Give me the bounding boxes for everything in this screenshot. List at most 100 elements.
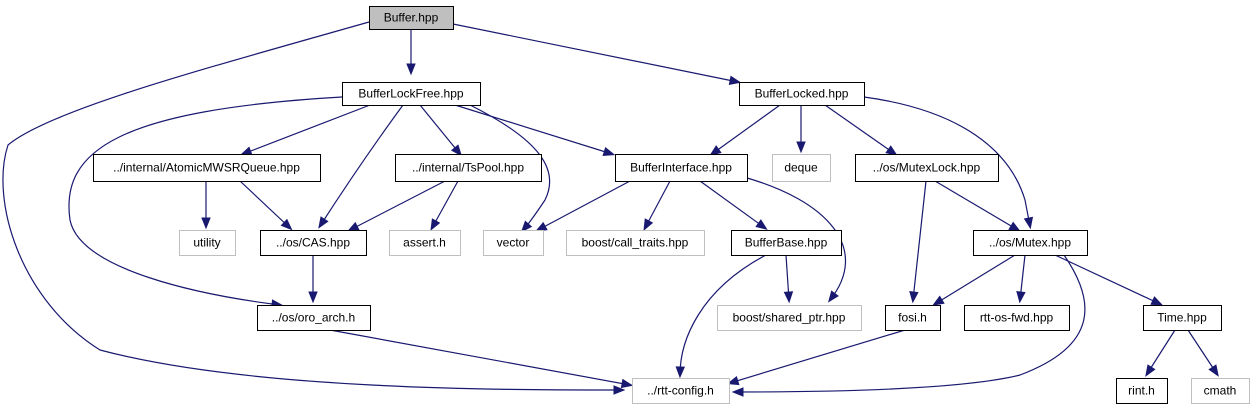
edge-buffer-hpp-to-rtt-config-h xyxy=(2,21,626,395)
edge-mutex-hpp-to-time-hpp-arrowhead xyxy=(1150,296,1164,306)
edge-bufferlocked-hpp-to-mutex-hpp-arrowhead xyxy=(1023,216,1034,230)
edge-cas-hpp-to-oro-arch-h xyxy=(308,255,318,304)
edge-buffer-hpp-to-bufferlocked-hpp-line xyxy=(452,23,739,83)
node-rtt-config-h-label: ../rtt-config.h xyxy=(647,384,714,398)
node-rint-h-box xyxy=(1116,378,1168,404)
edge-bufferlockfree-hpp-to-cas-hpp xyxy=(318,104,404,229)
edge-mutex-hpp-to-time-hpp-line xyxy=(1054,254,1161,305)
node-bufferinterface-hpp[interactable]: BufferInterface.hpp xyxy=(615,154,748,182)
node-mutexlock-hpp-box xyxy=(855,154,999,182)
node-call-traits-hpp-label: boost/call_traits.hpp xyxy=(582,236,689,250)
node-buffer-hpp-label: Buffer.hpp xyxy=(384,11,439,25)
node-time-hpp-box xyxy=(1143,305,1222,331)
edge-bufferinterface-hpp-to-call-traits-hpp-arrowhead xyxy=(643,218,654,231)
edge-mutex-hpp-to-fosi-h xyxy=(932,254,1016,306)
edge-mutexlock-hpp-to-mutex-hpp xyxy=(934,180,1021,232)
node-mutexlock-hpp[interactable]: ../os/MutexLock.hpp xyxy=(855,154,999,182)
edge-time-hpp-to-rint-h-line xyxy=(1146,329,1176,375)
node-cmath-label: cmath xyxy=(1204,384,1237,398)
node-assert-h-box xyxy=(389,230,461,256)
node-deque-box xyxy=(772,154,831,182)
node-rtt-os-fwd-hpp-label: rtt-os-fwd.hpp xyxy=(980,311,1054,325)
edge-bufferlockfree-hpp-to-vector xyxy=(469,104,551,233)
node-tspool-hpp[interactable]: ../internal/TsPool.hpp xyxy=(395,154,542,182)
edge-bufferlockfree-hpp-to-tspool-hpp-line xyxy=(419,104,461,155)
node-cmath: cmath xyxy=(1191,378,1250,404)
edge-cas-hpp-to-oro-arch-h-arrowhead xyxy=(308,291,318,304)
edge-bufferlocked-hpp-to-deque-arrowhead xyxy=(796,141,806,154)
node-rint-h[interactable]: rint.h xyxy=(1116,378,1168,404)
node-utility: utility xyxy=(179,230,236,256)
edge-bufferlocked-hpp-to-bufferinterface-hpp-arrowhead xyxy=(709,145,722,156)
edge-bufferlockfree-hpp-to-tspool-hpp xyxy=(419,104,463,157)
edge-buffer-hpp-to-rtt-config-h-arrowhead xyxy=(613,385,626,395)
node-rtt-config-h-box xyxy=(632,378,730,404)
node-rtt-os-fwd-hpp[interactable]: rtt-os-fwd.hpp xyxy=(964,305,1070,331)
node-vector: vector xyxy=(483,230,544,256)
node-oro-arch-h[interactable]: ../os/oro_arch.h xyxy=(257,305,371,331)
edge-mutexlock-hpp-to-fosi-h-arrowhead xyxy=(909,291,919,304)
node-shared-ptr-hpp-label: boost/shared_ptr.hpp xyxy=(733,311,846,325)
edge-bufferlockfree-hpp-to-atomicmwsrqueue-hpp-line xyxy=(242,104,371,155)
edge-bufferlockfree-hpp-to-cas-hpp-arrowhead xyxy=(318,216,329,229)
node-bufferbase-hpp[interactable]: BufferBase.hpp xyxy=(731,230,842,256)
node-atomicmwsrqueue-hpp[interactable]: ../internal/AtomicMWSRQueue.hpp xyxy=(93,154,321,182)
edge-bufferinterface-hpp-to-vector xyxy=(535,180,631,232)
node-time-hpp[interactable]: Time.hpp xyxy=(1143,305,1222,331)
node-cas-hpp-label: ../os/CAS.hpp xyxy=(276,236,350,250)
node-cas-hpp[interactable]: ../os/CAS.hpp xyxy=(260,230,367,256)
node-call-traits-hpp: boost/call_traits.hpp xyxy=(566,230,705,256)
node-assert-h: assert.h xyxy=(389,230,461,256)
node-mutexlock-hpp-label: ../os/MutexLock.hpp xyxy=(873,161,981,175)
edge-mutex-hpp-to-rtt-config-h-line xyxy=(734,254,1086,393)
node-cas-hpp-box xyxy=(260,230,367,256)
node-bufferlocked-hpp-box xyxy=(739,82,865,106)
edge-buffer-hpp-to-bufferlockfree-hpp xyxy=(406,29,416,76)
edge-mutex-hpp-to-rtt-os-fwd-hpp-arrowhead xyxy=(1016,291,1026,304)
node-rtt-os-fwd-hpp-box xyxy=(964,305,1070,331)
node-buffer-hpp[interactable]: Buffer.hpp xyxy=(369,6,454,30)
node-bufferlockfree-hpp[interactable]: BufferLockFree.hpp xyxy=(342,82,481,106)
edge-mutexlock-hpp-to-fosi-h xyxy=(909,180,927,304)
node-bufferlockfree-hpp-box xyxy=(342,82,481,106)
node-deque-label: deque xyxy=(784,161,818,175)
node-shared-ptr-hpp: boost/shared_ptr.hpp xyxy=(717,305,862,331)
edge-buffer-hpp-to-bufferlocked-hpp xyxy=(452,23,742,85)
node-mutex-hpp-box xyxy=(973,230,1088,256)
edge-bufferlocked-hpp-to-mutex-hpp-line xyxy=(863,96,1031,227)
node-buffer-hpp-box xyxy=(369,6,454,30)
edge-bufferlocked-hpp-to-mutexlock-hpp-arrowhead xyxy=(885,145,898,156)
node-cmath-box xyxy=(1191,378,1250,404)
node-bufferbase-hpp-label: BufferBase.hpp xyxy=(745,236,828,250)
edge-bufferlockfree-hpp-to-bufferinterface-hpp-arrowhead xyxy=(602,146,616,156)
node-mutex-hpp[interactable]: ../os/Mutex.hpp xyxy=(973,230,1088,256)
edge-time-hpp-to-rint-h xyxy=(1145,329,1176,377)
edge-bufferinterface-hpp-to-vector-arrowhead xyxy=(535,221,548,232)
node-fosi-h-box xyxy=(885,305,941,331)
edge-atomicmwsrqueue-hpp-to-utility xyxy=(201,181,211,230)
node-assert-h-label: assert.h xyxy=(403,236,446,250)
node-bufferlocked-hpp[interactable]: BufferLocked.hpp xyxy=(739,82,865,106)
edge-bufferbase-hpp-to-rtt-config-h-arrowhead xyxy=(675,366,686,379)
edge-bufferbase-hpp-to-shared-ptr-hpp xyxy=(783,254,794,304)
node-vector-label: vector xyxy=(497,236,530,250)
edge-bufferlockfree-hpp-to-vector-line xyxy=(469,104,551,231)
edge-mutex-hpp-to-rtt-os-fwd-hpp xyxy=(1016,254,1026,304)
node-fosi-h-label: fosi.h xyxy=(898,311,927,325)
edge-mutex-hpp-to-fosi-h-line xyxy=(934,254,1016,305)
node-oro-arch-h-label: ../os/oro_arch.h xyxy=(272,311,355,325)
node-bufferlocked-hpp-label: BufferLocked.hpp xyxy=(755,87,849,101)
node-time-hpp-label: Time.hpp xyxy=(1157,311,1207,325)
edge-bufferlocked-hpp-to-mutexlock-hpp xyxy=(824,104,898,156)
edge-oro-arch-h-to-rtt-config-h xyxy=(329,329,634,389)
edge-bufferlockfree-hpp-to-atomicmwsrqueue-hpp-arrowhead xyxy=(239,146,253,156)
node-deque: deque xyxy=(772,154,831,182)
edge-mutexlock-hpp-to-mutex-hpp-arrowhead xyxy=(1008,221,1021,232)
edge-bufferlockfree-hpp-to-tspool-hpp-arrowhead xyxy=(450,144,463,157)
node-fosi-h[interactable]: fosi.h xyxy=(885,305,941,331)
node-tspool-hpp-label: ../internal/TsPool.hpp xyxy=(412,161,524,175)
node-mutex-hpp-label: ../os/Mutex.hpp xyxy=(989,236,1071,250)
edge-bufferinterface-hpp-to-vector-line xyxy=(537,180,631,231)
edge-tspool-hpp-to-cas-hpp xyxy=(347,180,446,232)
